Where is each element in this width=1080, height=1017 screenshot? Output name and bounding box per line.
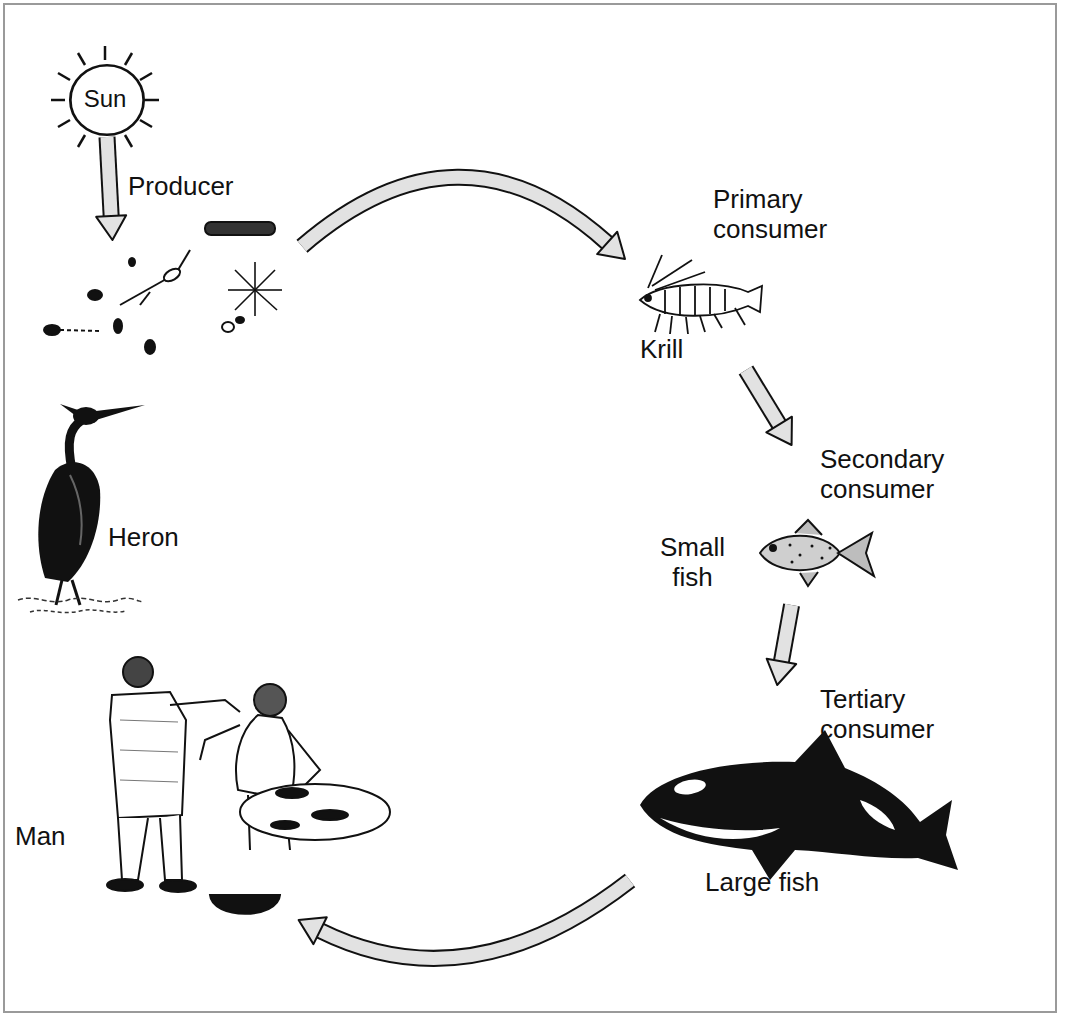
organism-label: Large fish	[705, 868, 855, 898]
producer-label: Producer	[128, 172, 298, 202]
arrow-outline	[320, 881, 630, 959]
arrow-shaft	[320, 881, 630, 959]
arrow-head	[766, 417, 792, 445]
krill-drawing	[640, 255, 762, 334]
arrow-heads	[766, 417, 792, 445]
arrow-outline	[746, 370, 779, 424]
arrow-shaft	[302, 177, 607, 246]
arrow-head	[767, 659, 797, 685]
sun-label: Sun	[68, 85, 142, 113]
flow-arrow	[767, 605, 797, 685]
sun-circle: Sun	[68, 63, 146, 137]
flow-arrow	[746, 370, 792, 445]
trophic-level-label: Primary consumer	[713, 185, 873, 245]
tertiary-consumer-group: Tertiary consumerLarge fish	[630, 685, 989, 915]
arrow-outline	[302, 177, 607, 246]
organism-label: Heron	[108, 523, 198, 553]
orca-drawing	[640, 730, 958, 880]
flow-arrow	[96, 137, 126, 240]
fishermen-drawing	[107, 657, 390, 914]
arrow-heads	[96, 215, 126, 240]
organism-label: Man	[15, 822, 95, 852]
arrow-shaft	[107, 137, 111, 216]
organism-label: Small fish	[645, 533, 740, 593]
sun-rays	[51, 46, 159, 147]
heron-drawing	[18, 404, 145, 613]
secondary-consumer-group: Secondary consumerSmall fish	[645, 445, 994, 605]
arrow-outline	[107, 137, 111, 216]
heron-group: Heron	[10, 400, 202, 615]
man-group: Man	[10, 650, 400, 920]
arrow-shaft	[746, 370, 779, 424]
small-fish-drawing	[760, 520, 874, 586]
trophic-level-label: Tertiary consumer	[820, 685, 985, 745]
arrow-heads	[767, 659, 797, 685]
arrow-head	[597, 232, 625, 259]
organism-label: Krill	[640, 335, 720, 365]
arrow-heads	[299, 917, 327, 944]
producer-group: Producer	[35, 240, 302, 365]
arrow-shaft	[781, 605, 791, 661]
flow-arrow	[302, 177, 625, 259]
frame	[4, 4, 1056, 1012]
plankton	[44, 222, 282, 354]
arrow-head	[96, 215, 126, 240]
arrow-head	[299, 917, 327, 944]
primary-consumer-group: Primary consumerKrill	[625, 185, 877, 370]
flow-arrow	[299, 881, 630, 959]
arrow-outline	[781, 605, 791, 661]
arrow-heads	[597, 232, 625, 259]
trophic-level-label: Secondary consumer	[820, 445, 990, 505]
